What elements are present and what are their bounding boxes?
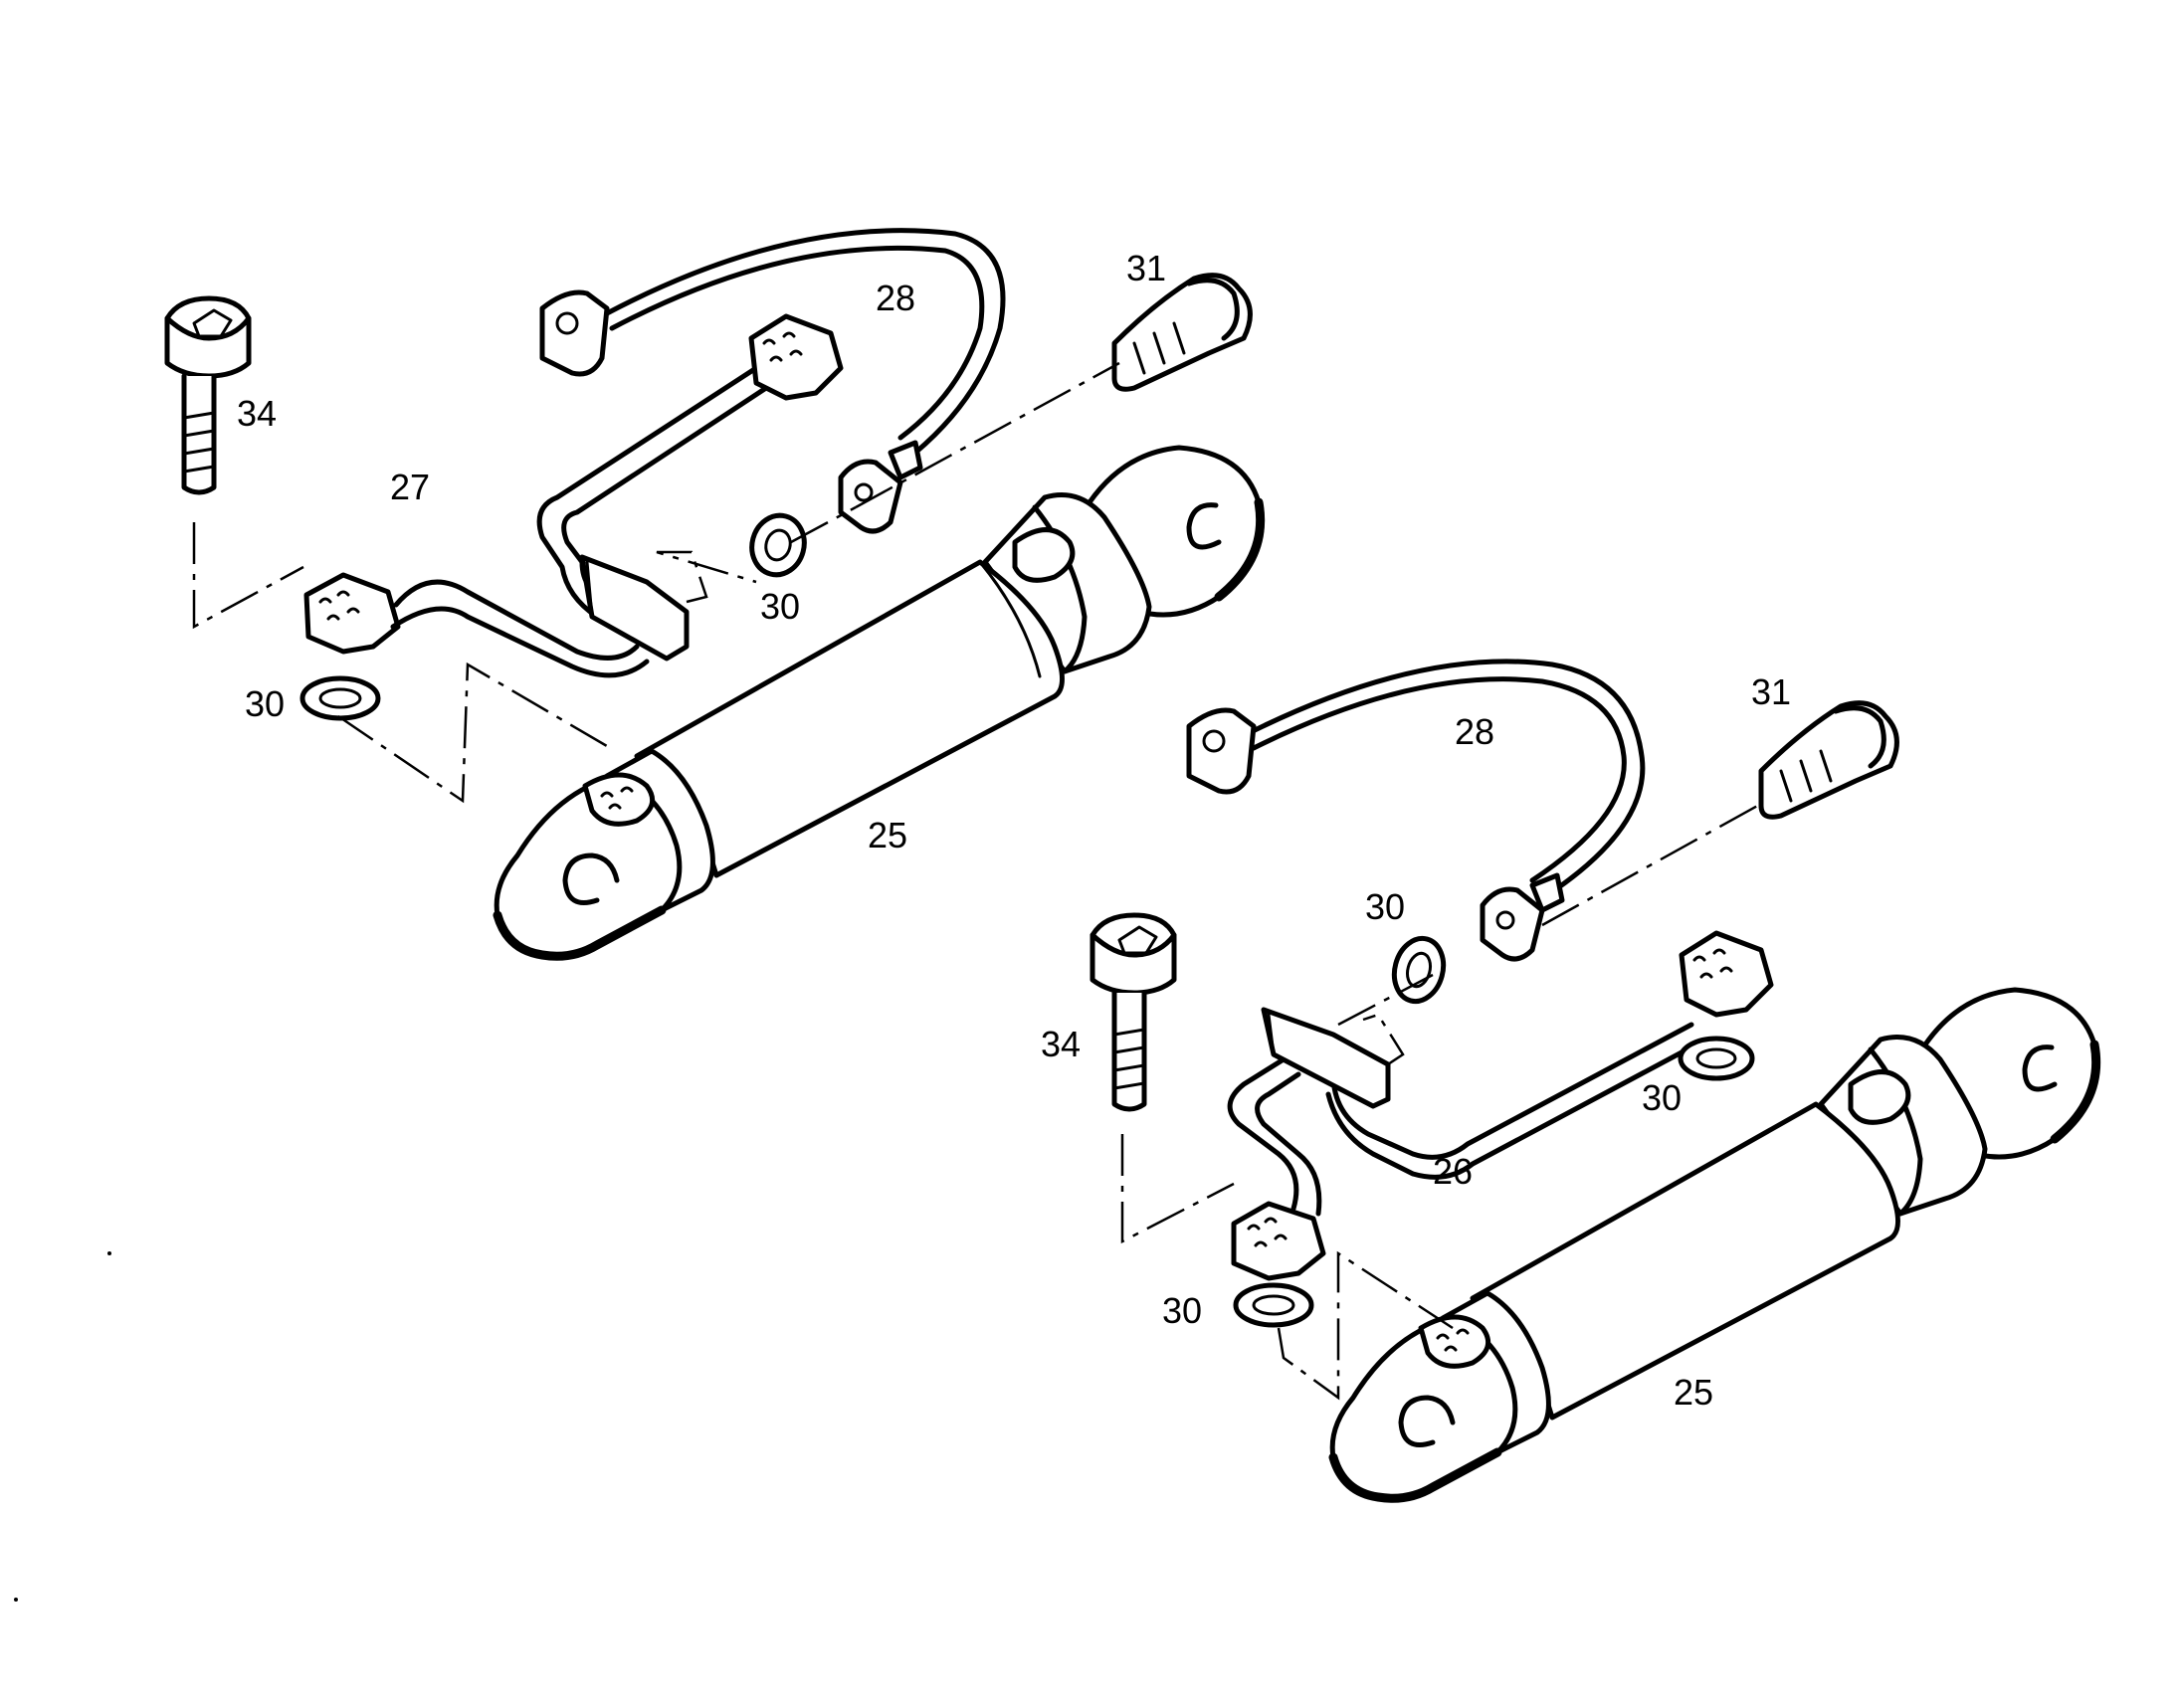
speck <box>14 1598 18 1602</box>
callout-top-30-left: 30 <box>245 683 285 724</box>
bottom-seal-ring-upper <box>1391 935 1447 1005</box>
bottom-seal-ring-right <box>1678 1036 1755 1081</box>
bottom-hydraulic-cylinder <box>1328 987 2101 1503</box>
callout-top-28: 28 <box>876 278 915 318</box>
callout-bottom-28: 28 <box>1455 711 1494 752</box>
top-seal-ring-left <box>299 675 381 721</box>
top-hydraulic-hose-28 <box>539 228 1006 534</box>
bottom-bolt-31 <box>1758 700 1899 820</box>
callout-bottom-26: 26 <box>1433 1151 1473 1192</box>
bottom-hydraulic-tube-26 <box>1227 930 1774 1281</box>
bottom-assembly <box>1090 659 2101 1503</box>
bottom-hydraulic-hose-28 <box>1186 659 1646 962</box>
top-assembly <box>164 228 1266 961</box>
callout-top-25: 25 <box>868 815 907 855</box>
speck <box>107 1251 111 1255</box>
top-seal-ring-right <box>749 512 807 578</box>
bottom-bolt-34 <box>1090 912 1177 1112</box>
top-hydraulic-cylinder <box>493 445 1266 961</box>
bottom-seal-ring-left <box>1233 1282 1314 1328</box>
callout-top-27: 27 <box>390 467 430 507</box>
callout-bottom-31: 31 <box>1751 671 1791 712</box>
callouts: 34 27 28 31 30 30 25 28 31 30 34 30 26 3… <box>237 248 1791 1413</box>
top-hydraulic-tube-27 <box>303 313 844 678</box>
callout-top-31: 31 <box>1126 248 1166 288</box>
callout-bottom-30-right: 30 <box>1642 1077 1682 1118</box>
top-bolt-31 <box>1111 273 1253 392</box>
callout-bottom-30-left: 30 <box>1162 1290 1202 1331</box>
callout-bottom-30-upper: 30 <box>1365 886 1405 927</box>
top-bolt-34 <box>164 295 252 495</box>
callout-bottom-34: 34 <box>1041 1024 1081 1064</box>
callout-top-34: 34 <box>237 393 277 434</box>
callout-bottom-25: 25 <box>1674 1372 1713 1413</box>
callout-top-30-ring: 30 <box>760 586 800 627</box>
